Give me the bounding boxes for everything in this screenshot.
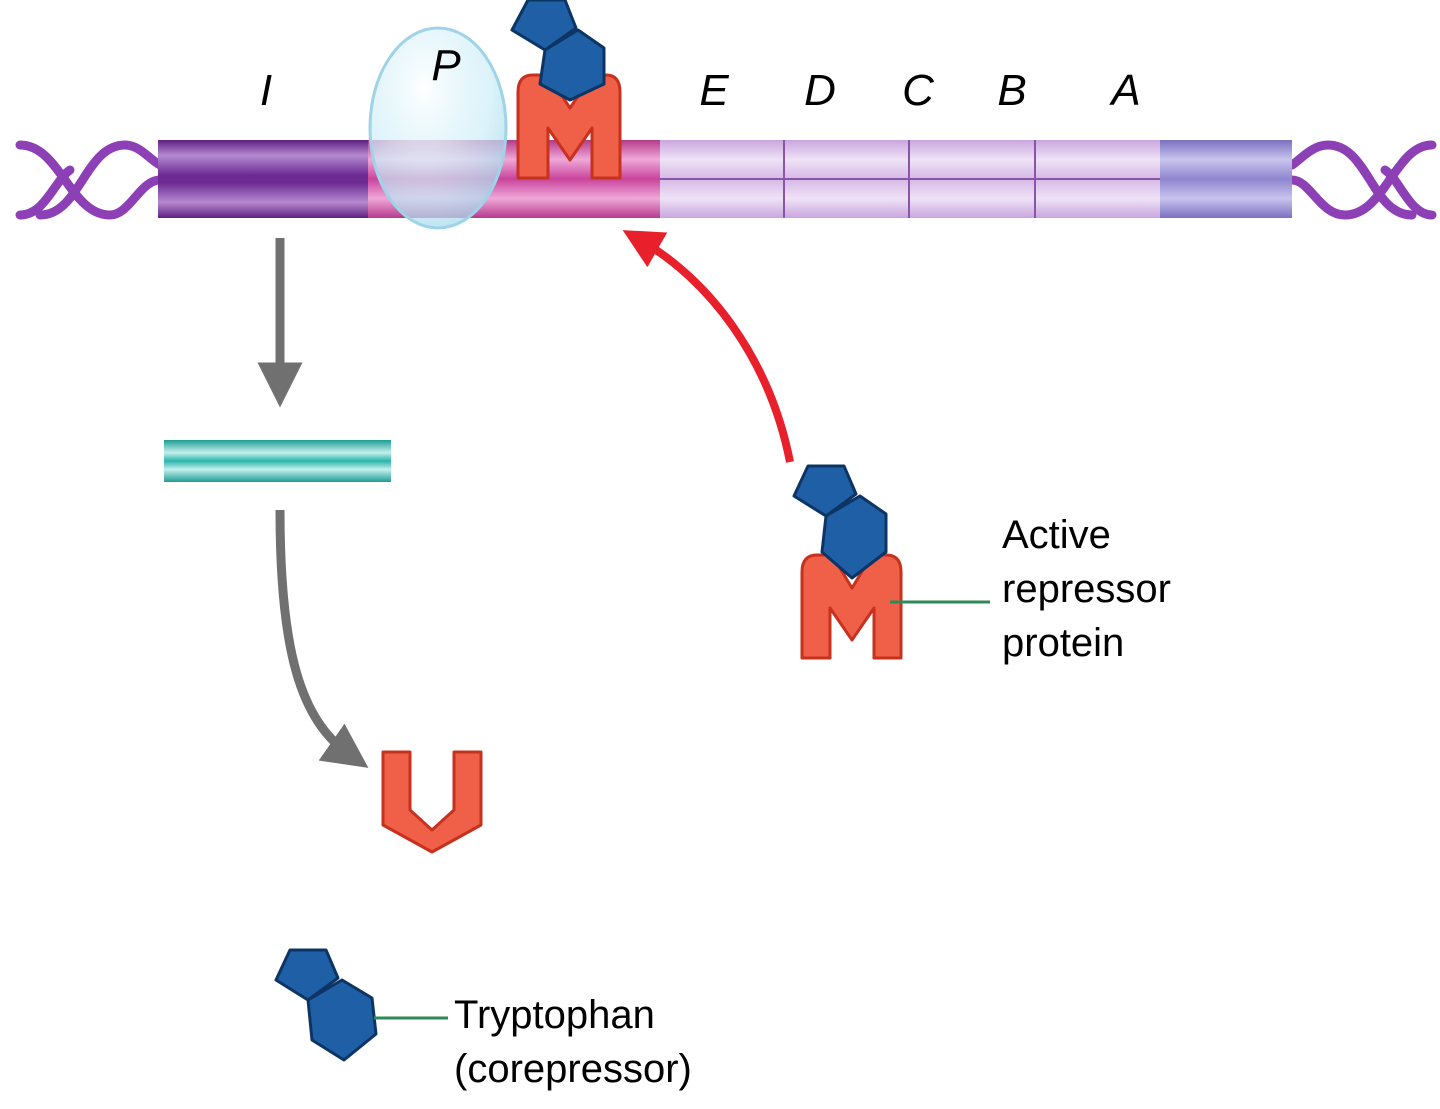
translation-arrow [275, 509, 369, 768]
active-repressor-label-line-3: protein [1002, 621, 1124, 665]
structural-gene-dividers [660, 140, 1160, 218]
active-repressor-label: Active repressor protein [1002, 513, 1182, 665]
bound-tryptophan-icon [510, 0, 606, 102]
active-repressor-tryptophan-icon [792, 464, 888, 580]
label-gene-d: D [804, 66, 836, 115]
label-gene-c: C [902, 66, 935, 115]
active-repressor-label-line-2: repressor [1002, 567, 1171, 611]
tryptophan-label-line-2: (corepressor) [454, 1047, 692, 1091]
tryptophan-label-line-1: Tryptophan [454, 993, 655, 1037]
label-regulator-gene: I [260, 66, 272, 115]
tryptophan-icon [274, 948, 378, 1062]
mrna-strand-fill [164, 440, 391, 482]
rna-polymerase [368, 26, 508, 230]
label-gene-a: A [1108, 66, 1140, 115]
label-gene-b: B [997, 66, 1026, 115]
tryptophan-label: Tryptophan (corepressor) [454, 993, 692, 1091]
active-repressor-protein [800, 553, 903, 660]
label-promoter: P [431, 41, 461, 90]
bound-repressor-protein [516, 73, 622, 180]
regulator-gene-segment [158, 140, 368, 218]
inactive-repressor-protein [381, 750, 483, 854]
dna-end-segment [1160, 140, 1292, 218]
dna-right-twist [1287, 140, 1437, 220]
dna-left-twist [15, 140, 165, 220]
active-repressor-label-line-1: Active [1002, 513, 1111, 557]
repressor-binding-arrow [622, 230, 794, 463]
label-gene-e: E [699, 66, 729, 115]
